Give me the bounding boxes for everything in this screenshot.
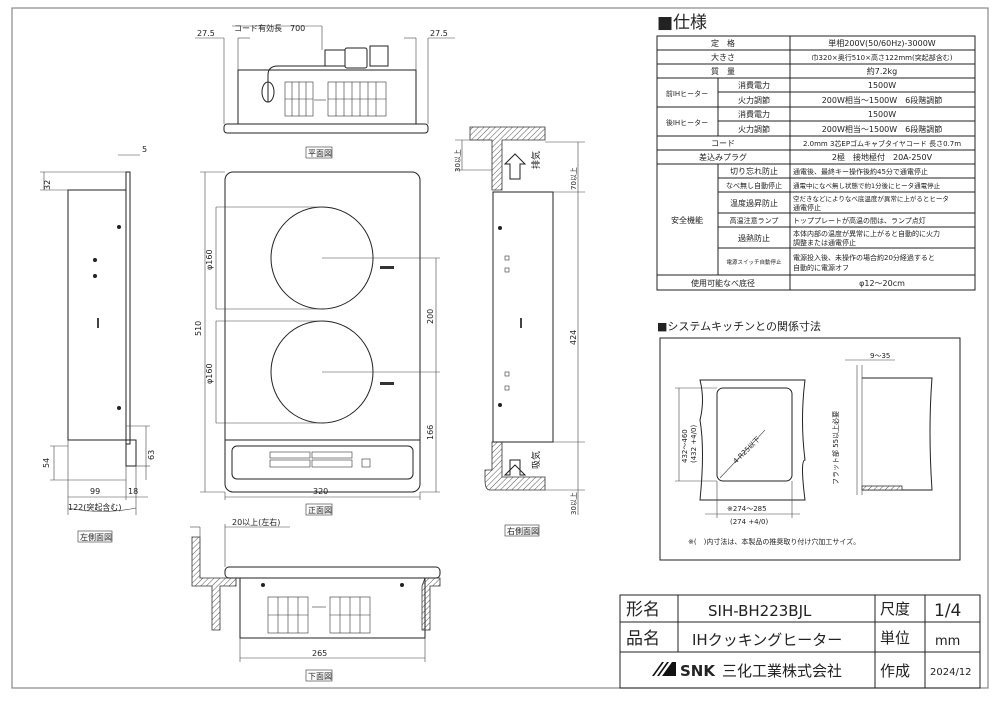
model-number: SIH-BH223BJL xyxy=(708,602,812,620)
spec-weight-value: 約7.2kg xyxy=(867,66,897,76)
kitchen-title: ■システムキッチンとの関係寸法 xyxy=(657,319,821,333)
safety-item-name: 電源スイッチ自動停止 xyxy=(726,258,782,266)
dim-body-depth: 424 xyxy=(569,330,578,345)
cutout-depth-recommended: (432 +4/0) xyxy=(690,425,698,463)
dim-top-left: 27.5 xyxy=(197,29,215,38)
dim-32: 32 xyxy=(43,180,52,190)
rear-power-value: 1500W xyxy=(868,110,896,119)
dim-front-burner-dia: φ160 xyxy=(205,363,214,384)
bottom-view-label: 下面図 xyxy=(308,672,332,681)
exhaust-label: 排気 xyxy=(530,151,542,169)
scale-value: 1/4 xyxy=(934,601,961,621)
front-view-label: 正面図 xyxy=(308,506,332,515)
date-value: 2024/12 xyxy=(930,667,972,678)
counter-thickness: 9～35 xyxy=(870,352,890,360)
spec-size-label: 大きさ xyxy=(711,52,735,62)
front-heater-label: 前IHヒーター xyxy=(666,89,708,98)
spec-rating-label: 定 格 xyxy=(711,38,735,48)
safety-item-name: 高温注意ランプ xyxy=(730,216,779,225)
dim-width-265: 265 xyxy=(312,649,327,658)
spec-title: ■仕様 xyxy=(657,13,707,33)
dim-rear-burner-dia: φ160 xyxy=(205,249,214,270)
right-view-label: 右側面図 xyxy=(507,526,539,536)
cutout-width-range: ※274～285 xyxy=(727,505,767,513)
spec-table: ■仕様 定 格 単相200V(50/60Hz)-3000W 大きさ 巾320×奥… xyxy=(656,13,976,291)
safety-item-name: 過熱防止 xyxy=(738,233,770,243)
rear-power-label: 消費電力 xyxy=(738,109,770,119)
corner-radius: 4-R25以下 xyxy=(732,435,762,465)
dim-side-clearance: 20以上(左右) xyxy=(232,517,280,527)
pan-value: φ12～20cm xyxy=(859,279,905,288)
rear-control-value: 200W相当～1500W 6段階調節 xyxy=(822,124,943,134)
dim-bottom-clearance: 30以上 xyxy=(569,492,578,515)
dim-top-clearance: 30以上 xyxy=(453,149,462,172)
safety-item-desc: トッププレートが高温の間は、ランプ点灯 xyxy=(793,216,926,225)
front-power-value: 1500W xyxy=(868,81,896,90)
spec-size-value: 巾320×奥行510×高さ122mm(突起部含む) xyxy=(812,53,953,62)
front-control-label: 火力調節 xyxy=(738,95,770,105)
title-block: 形名 SIH-BH223BJL 品名 IHクッキングヒーター 尺度 1/4 単位… xyxy=(619,594,981,689)
safety-item-desc: 調整または通電停止 xyxy=(793,238,856,247)
dim-top-right: 27.5 xyxy=(430,29,448,38)
model-label: 形名 xyxy=(626,600,660,620)
kitchen-dimensions: ■システムキッチンとの関係寸法 432～460 (432 +4/0) 4-R25… xyxy=(657,319,961,561)
front-view: 510 φ160 φ160 200 166 320 正面図 xyxy=(194,171,440,516)
company-logo-text: SNK xyxy=(680,662,716,680)
kitchen-note: ※( )内寸法は、本製品の推奨取り付け穴加工サイズ。 xyxy=(688,537,860,546)
product-name: IHクッキングヒーター xyxy=(692,631,842,649)
spec-weight-label: 質 量 xyxy=(711,66,735,76)
safety-item-name: 温度過昇防止 xyxy=(730,198,778,208)
top-view-label: 平面図 xyxy=(308,149,332,158)
spec-rating-value: 単相200V(50/60Hz)-3000W xyxy=(828,38,935,48)
safety-item-desc: 通電停止 xyxy=(793,203,821,212)
sheet-frame xyxy=(11,7,989,689)
safety-item-desc: 通電後、最終キー操作後約45分で通電停止 xyxy=(793,167,928,176)
safety-item-name: なべ無し自動停止 xyxy=(726,181,782,190)
cord-label: コード xyxy=(711,139,735,148)
dim-burner-pitch: 200 xyxy=(426,309,435,324)
dim-122: 122(突起含む) xyxy=(68,502,122,512)
safety-item-name: 切り忘れ防止 xyxy=(730,166,778,176)
dim-54: 54 xyxy=(42,458,51,468)
front-control-value: 200W相当～1500W 6段階調節 xyxy=(822,95,943,105)
top-view: 27.5 コード有効長 700 27.5 平面図 xyxy=(195,23,455,159)
company-logo: SNK xyxy=(652,662,716,680)
front-power-label: 消費電力 xyxy=(738,80,770,90)
safety-item-desc: 空だきなどによりなべ底温度が異常に上がるとヒータ xyxy=(793,194,949,203)
dim-cord-length: コード有効長 700 xyxy=(234,23,305,33)
cord-value: 2.0mm 3芯EPゴムキャブタイヤコード 長さ0.7m xyxy=(803,139,961,148)
dim-99: 99 xyxy=(90,487,100,496)
dim-18: 18 xyxy=(128,487,138,496)
dim-plate-thickness: 5 xyxy=(142,145,147,154)
plug-value: 2極 接地極付 20A-250V xyxy=(832,152,933,162)
unit-label: 単位 xyxy=(880,629,910,647)
right-side-view: 排気 吸気 30以上 70以上 424 30以上 右側面図 xyxy=(453,126,585,537)
safety-item-desc: 本体内部の温度が異常に上がると自動的に火力 xyxy=(793,229,940,238)
unit-value: mm xyxy=(935,634,960,649)
pan-label: 使用可能なべ底径 xyxy=(691,278,755,288)
flat-area-note: フラット部 55以上必要 xyxy=(831,411,840,485)
safety-item-desc: 電源投入後、未操作の場合約20分経過すると xyxy=(793,253,935,262)
name-label: 品名 xyxy=(626,629,660,649)
date-label: 作成 xyxy=(880,662,910,680)
plug-label: 差込みプラグ xyxy=(699,152,747,162)
dim-width-320: 320 xyxy=(313,487,328,496)
bottom-view: 20以上(左右) 265 下面図 xyxy=(190,517,441,682)
safety-item-desc: 通電中になべ無し状態で約1分後にヒータ通電停止 xyxy=(793,181,941,190)
left-side-view: 5 32 54 63 99 18 122(突起含む) 左側面図 xyxy=(40,145,156,543)
dim-63: 63 xyxy=(147,450,156,460)
intake-label: 吸気 xyxy=(530,451,542,469)
rear-heater-label: 後IHヒーター xyxy=(666,118,708,127)
cutout-depth-range: 432～460 xyxy=(681,429,689,463)
dim-front-distance: 166 xyxy=(426,425,435,440)
left-view-label: 左側面図 xyxy=(80,532,112,542)
dim-depth-510: 510 xyxy=(194,321,203,336)
rear-control-label: 火力調節 xyxy=(738,124,770,134)
safety-label: 安全機能 xyxy=(671,215,703,225)
cutout-width-recommended: (274 +4/0) xyxy=(730,518,768,526)
company-name: 三化工業株式会社 xyxy=(722,662,842,680)
scale-label: 尺度 xyxy=(880,600,910,618)
dim-rear-clearance: 70以上 xyxy=(569,167,578,190)
safety-item-desc: 自動的に電源オフ xyxy=(793,263,849,272)
